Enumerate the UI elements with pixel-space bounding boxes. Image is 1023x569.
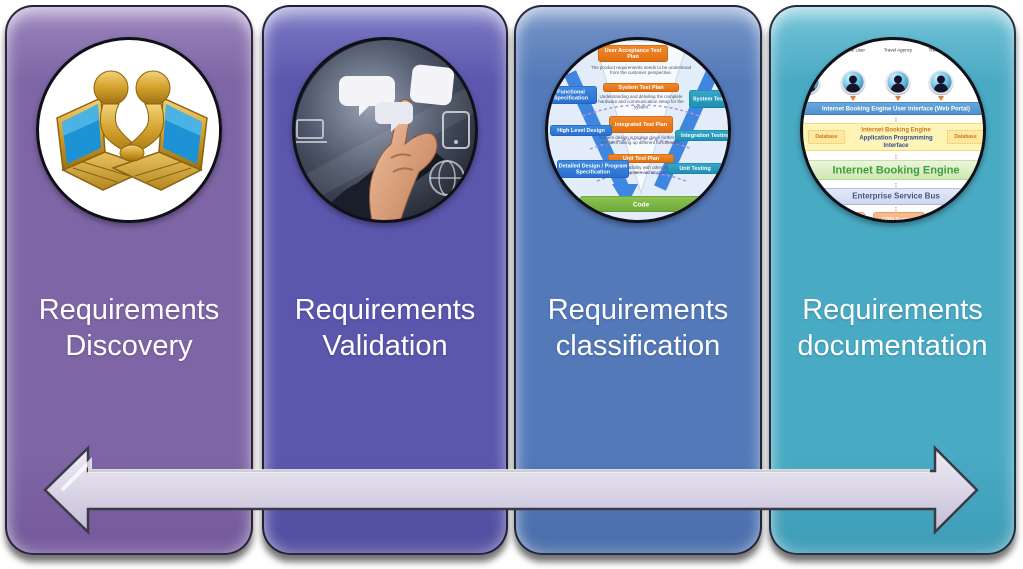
ibe-architecture-diagram: Mobile User Travel Agency Travel agent I… [802,40,983,220]
card-requirements-documentation: Mobile User Travel Agency Travel agent I… [769,5,1016,555]
vmodel-desc-system: Understanding and detailing the complete… [598,94,684,110]
vmodel-box-unit-test-plan: Unit Test Plan [608,154,674,163]
vmodel-desc-integrated: System design is broken down further int… [599,135,683,146]
card-label-validation: Requirements Validation [294,294,476,362]
card-label-classification: Requirements classification [547,294,729,362]
handshake-collaboration-image [36,37,222,223]
vmodel-box-system-testing: System Testing [689,90,728,108]
ibe-architecture-diagram-image: Mobile User Travel Agency Travel agent I… [799,37,986,223]
card-requirements-validation: Requirements Validation [262,5,508,555]
vmodel-box-high-level-design: High Level Design [550,125,612,136]
vmodel-box-code: Code [580,196,702,212]
card-requirements-classification: User Acceptance Test Plan The product re… [514,5,762,555]
backend-system-box [812,212,865,220]
user-orb-icon [971,70,983,94]
user-orb-icon [802,70,820,94]
v-model-diagram-image: User Acceptance Test Plan The product re… [545,37,731,223]
database-box-right: Database [946,130,983,144]
down-arrow-icon [894,96,901,101]
card-requirements-discovery: Requirements Discovery [5,5,253,555]
updown-arrow-icon: ↕ [893,115,898,124]
vmodel-box-detailed-design: Detailed Design / Program Specification [557,160,629,178]
ibe-ui-bar: Internet Booking Engine User Interface (… [802,102,983,115]
gds-systems-box: GDS/ Systems [872,212,925,220]
user-orb-icon [840,70,865,94]
v-model-diagram: User Acceptance Test Plan The product re… [548,40,728,220]
updown-arrow-icon: ↕ [893,204,898,213]
vmodel-box-integrated-plan: Integrated Test Plan [609,116,673,133]
ibe-api-text: Internet Booking Engine Application Prog… [847,126,945,149]
ibe-api-line2: Application Programming Interface [858,133,933,149]
vmodel-desc-uat: The product requirements needs to be und… [590,65,692,76]
actor-label-mobile-user: Mobile User [840,47,865,53]
actor-label-travel-agency: Travel Agency [883,47,912,53]
database-box-left: Database [807,130,845,144]
touchscreen-illustration [295,40,475,220]
user-orb-icon [928,70,953,94]
enterprise-service-bus-bar: Enterprise Service Bus [802,188,983,205]
updown-arrow-icon: ↕ [893,180,898,189]
down-arrow-icon [937,96,944,101]
vmodel-box-integration-testing: Integration Testing [675,130,728,141]
vmodel-box-uat-plan: User Acceptance Test Plan [598,45,668,62]
handshake-illustration [40,41,219,220]
vmodel-box-system-test-plan: System Test Plan [603,83,679,92]
vmodel-box-functional-spec: Functional Specification [548,86,597,104]
actor-label-travel-agent: Travel agent [928,47,953,53]
down-arrow-icon [849,96,856,101]
backend-system-box [932,212,983,220]
vmodel-desc-unit: Design compatibility with other modules … [601,165,681,176]
vmodel-box-unit-testing: Unit Testing [667,163,723,174]
card-label-documentation: Requirements documentation [797,294,988,362]
ibe-engine-bar: Internet Booking Engine [802,160,983,180]
card-label-discovery: Requirements Discovery [38,294,220,362]
touchscreen-finger-image [292,37,478,223]
updown-arrow-icon: ↕ [893,152,898,161]
user-orb-icon [885,70,910,94]
ibe-api-line1: Internet Booking Engine [860,126,931,133]
